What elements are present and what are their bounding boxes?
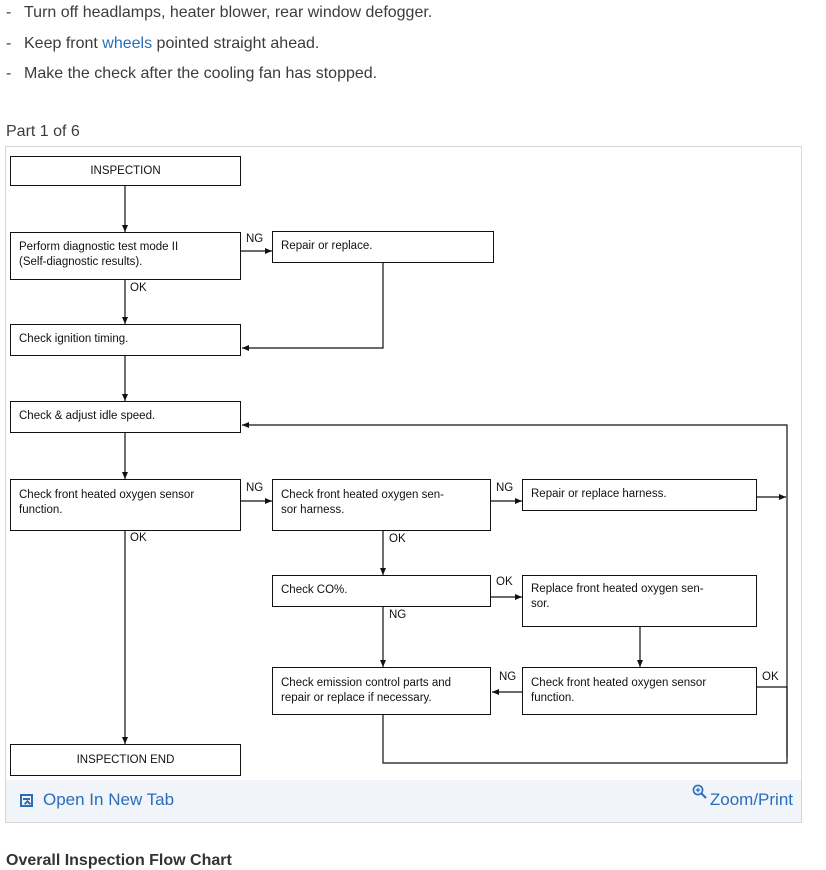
step-replace-o2: Replace front heated oxygen sen-sor. <box>522 575 757 627</box>
note-item: -Turn off headlamps, heater blower, rear… <box>6 4 433 21</box>
step-co-check: Check CO%. <box>272 575 491 607</box>
ok-label: OK <box>496 576 513 588</box>
open-new-tab-icon <box>20 793 33 807</box>
ng-label: NG <box>499 671 517 683</box>
zoom-in-icon <box>692 784 707 799</box>
open-new-tab-link[interactable]: Open In New Tab <box>20 790 174 810</box>
ok-label: OK <box>389 533 406 545</box>
open-new-tab-label: Open In New Tab <box>43 790 175 809</box>
ok-label: OK <box>130 532 147 544</box>
ng-label: NG <box>496 482 514 494</box>
step-ignition-timing: Check ignition timing. <box>10 324 241 356</box>
step-repair-harness: Repair or replace harness. <box>522 479 757 511</box>
step-inspection: INSPECTION <box>10 156 241 186</box>
arrow-connector <box>242 263 384 351</box>
ng-label: NG <box>246 482 264 494</box>
step-inspection-end: INSPECTION END <box>10 744 241 776</box>
note-item: -Keep front wheels pointed straight ahea… <box>6 35 320 52</box>
flowchart-connectors <box>122 185 788 764</box>
zoom-print-link[interactable]: Zoom/Print <box>692 784 793 810</box>
section-heading: Overall Inspection Flow Chart <box>6 852 232 869</box>
diagram-footer: Open In New Tab Zoom/Print <box>6 780 801 822</box>
step-idle-speed: Check & adjust idle speed. <box>10 401 241 433</box>
step-o2-harness: Check front heated oxygen sen-sor harnes… <box>272 479 491 531</box>
ok-label: OK <box>762 671 779 683</box>
step-diagnostic-test: Perform diagnostic test mode II(Self-dia… <box>10 232 241 280</box>
part-label: Part 1 of 6 <box>6 123 80 140</box>
step-repair-replace: Repair or replace. <box>272 231 494 263</box>
ng-label: NG <box>246 233 264 245</box>
note-item: -Make the check after the cooling fan ha… <box>6 65 378 82</box>
ok-label: OK <box>130 282 147 294</box>
ng-label: NG <box>389 609 407 621</box>
return-line <box>382 686 788 764</box>
wheels-link[interactable]: wheels <box>102 35 153 52</box>
zoom-print-label: Zoom/Print <box>709 790 793 809</box>
arrow-connector <box>242 422 788 757</box>
inspection-flowchart: INSPECTION Perform diagnostic test mode … <box>6 147 801 779</box>
